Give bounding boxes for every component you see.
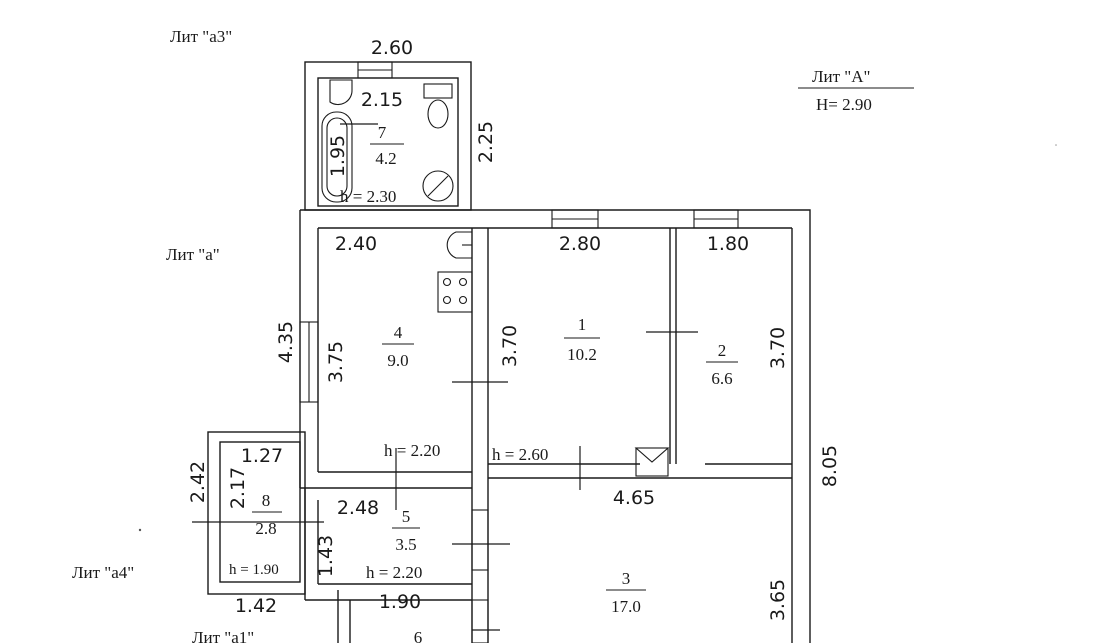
room-2-area: 6.6 (711, 369, 732, 388)
dim-2-42: 2.42 (187, 461, 209, 503)
dim-1-95: 1.95 (327, 135, 349, 177)
dim-1-43: 1.43 (315, 535, 337, 577)
room-4-number: 4 (394, 323, 403, 342)
lit-A-height: H= 2.90 (816, 95, 872, 114)
room-5-number: 5 (402, 507, 411, 526)
water-heater-icon (422, 170, 454, 202)
dim-3-70-right: 3.70 (767, 327, 789, 369)
dim-3-70-left: 3.70 (499, 325, 521, 367)
dim-4-65: 4.65 (613, 487, 655, 509)
room-7-area: 4.2 (375, 149, 396, 168)
lit-a3-label: Лит "а3" (170, 27, 232, 46)
room-5-area: 3.5 (395, 535, 416, 554)
door-ticks (192, 123, 698, 631)
room-5-height: h = 2.20 (366, 563, 422, 582)
room-8-area: 2.8 (255, 519, 276, 538)
lit-a4-label: Лит "а4" (72, 563, 134, 582)
dim-1-90: 1.90 (379, 591, 421, 613)
dim-1-42: 1.42 (235, 595, 277, 617)
fixtures (321, 79, 670, 477)
room-1-number: 1 (578, 315, 587, 334)
dim-2-48: 2.48 (337, 497, 379, 519)
room-1-height: h = 2.60 (492, 445, 548, 464)
room-4-height: h = 2.20 (384, 441, 440, 460)
room-4-area: 9.0 (387, 351, 408, 370)
exterior-walls (207, 61, 811, 643)
kitchen-sink-icon (446, 231, 472, 259)
room-1-area: 10.2 (567, 345, 597, 364)
dim-2-80: 2.80 (559, 233, 601, 255)
scan-speck (138, 528, 142, 532)
dim-1-80: 1.80 (707, 233, 749, 255)
scan-speck (1055, 144, 1057, 146)
dim-4-35: 4.35 (275, 321, 297, 363)
room-6-number: 6 (414, 628, 423, 643)
dim-2-17: 2.17 (227, 467, 249, 509)
room-2-number: 2 (718, 341, 727, 360)
room-3-area: 17.0 (611, 597, 641, 616)
room-8-height: h = 1.90 (229, 562, 279, 578)
bathtub-icon (321, 111, 353, 203)
sink-icon (329, 79, 353, 106)
room-3-number: 3 (622, 569, 631, 588)
lit-a-label: Лит "а" (166, 245, 220, 264)
room-7-height: h = 2.30 (340, 187, 396, 206)
dim-8-05: 8.05 (819, 445, 841, 487)
dim-3-75: 3.75 (325, 341, 347, 383)
oven-icon (634, 447, 670, 477)
dim-2-25: 2.25 (475, 121, 497, 163)
lit-A-label: Лит "А" (812, 67, 870, 86)
stove-icon (437, 271, 473, 313)
dim-2-15: 2.15 (361, 89, 403, 111)
room-8-number: 8 (262, 491, 271, 510)
dim-2-60: 2.60 (371, 37, 413, 59)
toilet-icon (423, 83, 453, 129)
windows (299, 61, 739, 643)
dim-3-65: 3.65 (767, 579, 789, 621)
lit-a1-label: Лит "а1" (192, 628, 254, 643)
dim-1-27: 1.27 (241, 445, 283, 467)
room-7-number: 7 (378, 123, 387, 142)
dim-2-40: 2.40 (335, 233, 377, 255)
